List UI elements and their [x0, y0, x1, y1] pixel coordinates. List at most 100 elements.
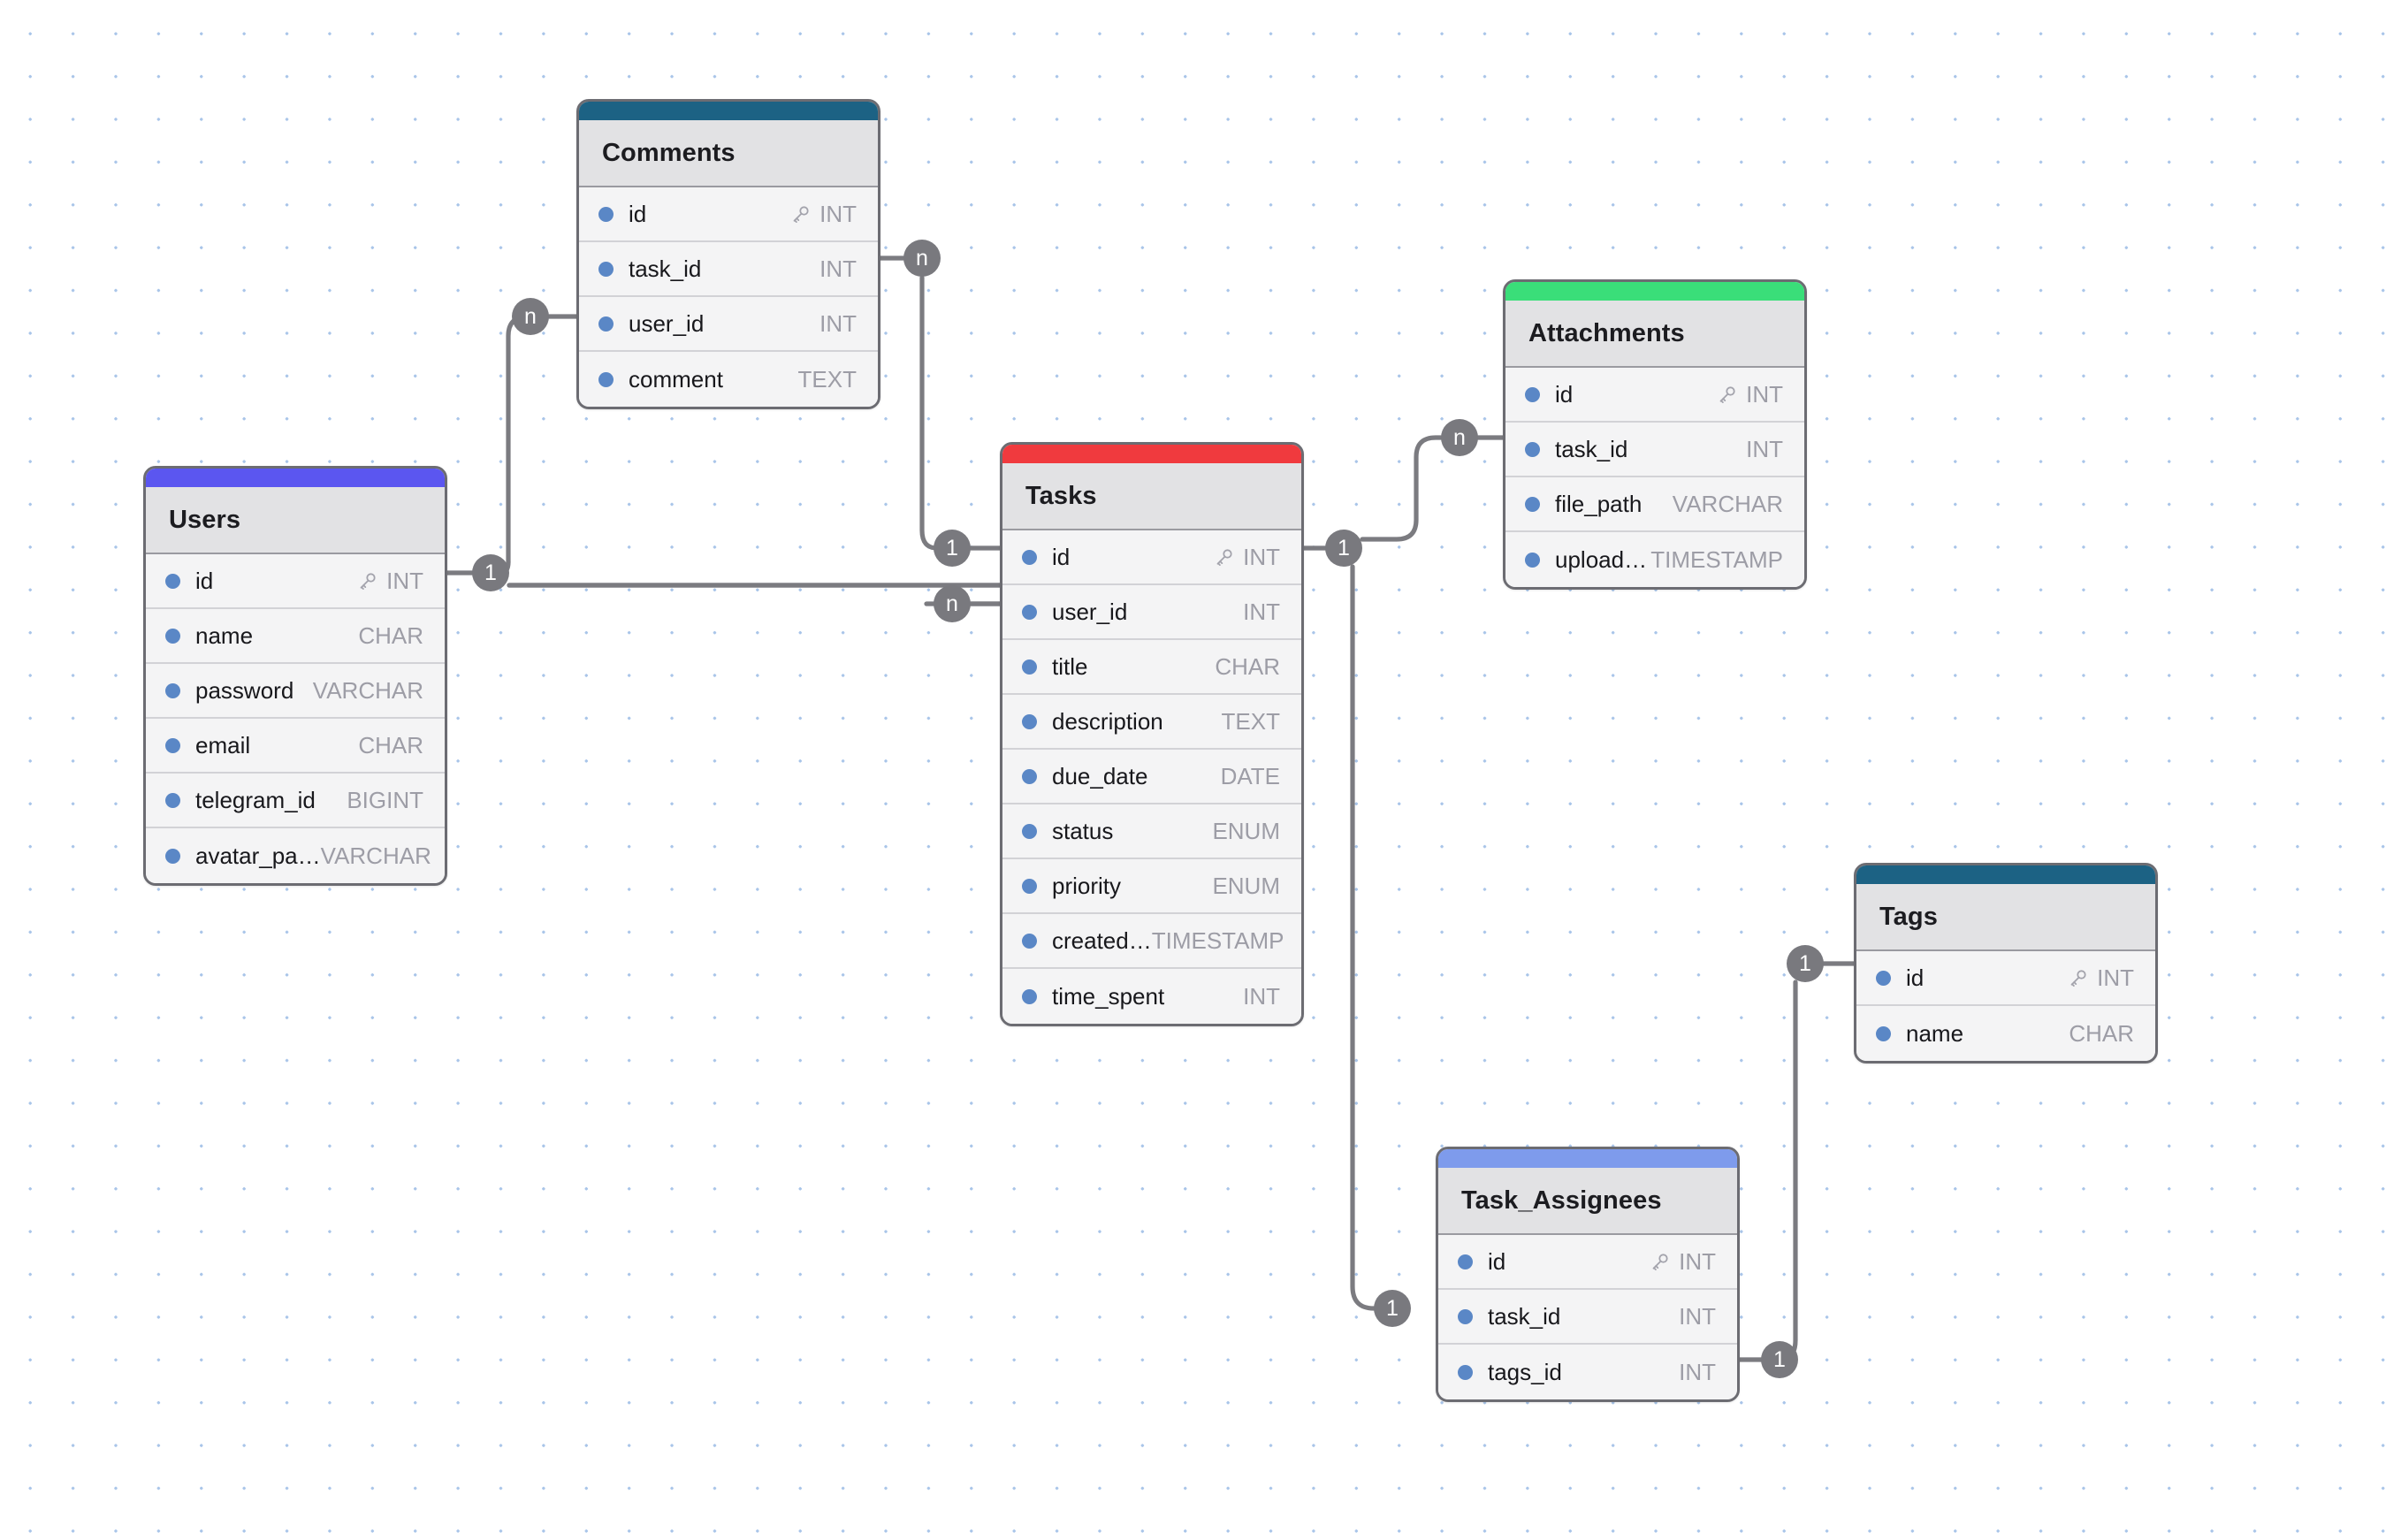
table-header[interactable]: Tasks	[1002, 463, 1301, 530]
field-bullet-icon	[1525, 386, 1540, 402]
cardinality-badge[interactable]: 1	[1761, 1341, 1798, 1378]
cardinality-badge[interactable]: n	[903, 240, 941, 277]
table-title: Tasks	[1025, 481, 1097, 510]
field-meta: INT	[1717, 381, 1783, 408]
field-type: INT	[2097, 964, 2134, 991]
field-type: INT	[1243, 982, 1280, 1010]
field-row[interactable]: comment TEXT	[579, 352, 878, 407]
field-type: VARCHAR	[320, 842, 431, 869]
field-meta: VARCHAR	[1673, 491, 1783, 518]
field-type: INT	[1243, 598, 1280, 625]
field-type: VARCHAR	[312, 676, 423, 704]
field-bullet-icon	[1022, 768, 1037, 784]
field-name: comment	[629, 365, 723, 393]
field-name: id	[195, 567, 214, 594]
field-meta: TIMESTAMP	[1152, 927, 1284, 955]
cardinality-badge[interactable]: n	[934, 585, 971, 622]
field-type: VARCHAR	[1672, 490, 1783, 517]
cardinality-badge[interactable]: 1	[1787, 945, 1824, 982]
field-meta: VARCHAR	[321, 842, 431, 870]
field-bullet-icon	[1022, 878, 1037, 894]
cardinality-badge[interactable]: 1	[1374, 1290, 1411, 1327]
field-bullet-icon	[165, 628, 180, 644]
field-name: task_id	[1555, 435, 1628, 462]
field-type: INT	[819, 255, 857, 282]
field-meta: INT	[357, 568, 423, 595]
field-row[interactable]: upload…TIMESTAMP	[1505, 532, 1804, 587]
table-card-tags[interactable]: Tags id INT name CHAR	[1854, 863, 2158, 1064]
field-meta: CHAR	[1215, 653, 1280, 681]
field-meta: TEXT	[1222, 708, 1280, 736]
field-type: TEXT	[797, 365, 857, 393]
table-accent-bar	[146, 469, 445, 487]
edge-tasks-attachments	[1301, 435, 1444, 551]
field-row[interactable]: avatar_pa…VARCHAR	[146, 828, 445, 883]
field-row[interactable]: due_date DATE	[1002, 750, 1301, 804]
field-bullet-icon	[598, 261, 614, 277]
field-meta: DATE	[1221, 763, 1280, 790]
field-bullet-icon	[1525, 441, 1540, 457]
field-bullet-icon	[1525, 552, 1540, 568]
field-bullet-icon	[1525, 496, 1540, 512]
field-name: id	[629, 200, 647, 227]
cardinality-badge[interactable]: 1	[472, 554, 509, 591]
field-meta: INT	[1650, 1248, 1716, 1276]
primary-key-icon	[2070, 970, 2086, 987]
table-title: Users	[169, 505, 241, 534]
table-header[interactable]: Users	[146, 487, 445, 554]
edge-tasks-comments	[919, 275, 940, 551]
table-header[interactable]: Comments	[579, 120, 878, 187]
field-row[interactable]: id INT	[146, 554, 445, 609]
field-meta: CHAR	[358, 732, 423, 759]
cardinality-badge[interactable]: 1	[1325, 530, 1362, 567]
cardinality-badge[interactable]: 1	[934, 530, 971, 567]
cardinality-badge[interactable]: n	[1441, 419, 1478, 456]
field-type: INT	[1679, 1358, 1716, 1385]
field-row[interactable]: created…TIMESTAMP	[1002, 914, 1301, 969]
field-bullet-icon	[165, 682, 180, 698]
cardinality-badge[interactable]: n	[512, 298, 549, 335]
field-type: INT	[1679, 1247, 1716, 1275]
field-bullet-icon	[165, 737, 180, 753]
field-row[interactable]: id INT	[1856, 951, 2155, 1006]
field-bullet-icon	[165, 848, 180, 864]
table-header[interactable]: Task_Assignees	[1438, 1168, 1737, 1235]
field-type: INT	[1746, 380, 1783, 408]
field-meta: INT	[1679, 1303, 1716, 1330]
table-header[interactable]: Tags	[1856, 884, 2155, 951]
field-meta: ENUM	[1212, 873, 1280, 900]
field-meta: CHAR	[2069, 1020, 2134, 1048]
field-name: id	[1906, 964, 1925, 991]
field-row[interactable]: name CHAR	[1856, 1006, 2155, 1061]
field-type: CHAR	[358, 731, 423, 759]
field-name: name	[1906, 1019, 1964, 1047]
field-name: due_date	[1052, 762, 1148, 789]
table-header[interactable]: Attachments	[1505, 301, 1804, 368]
